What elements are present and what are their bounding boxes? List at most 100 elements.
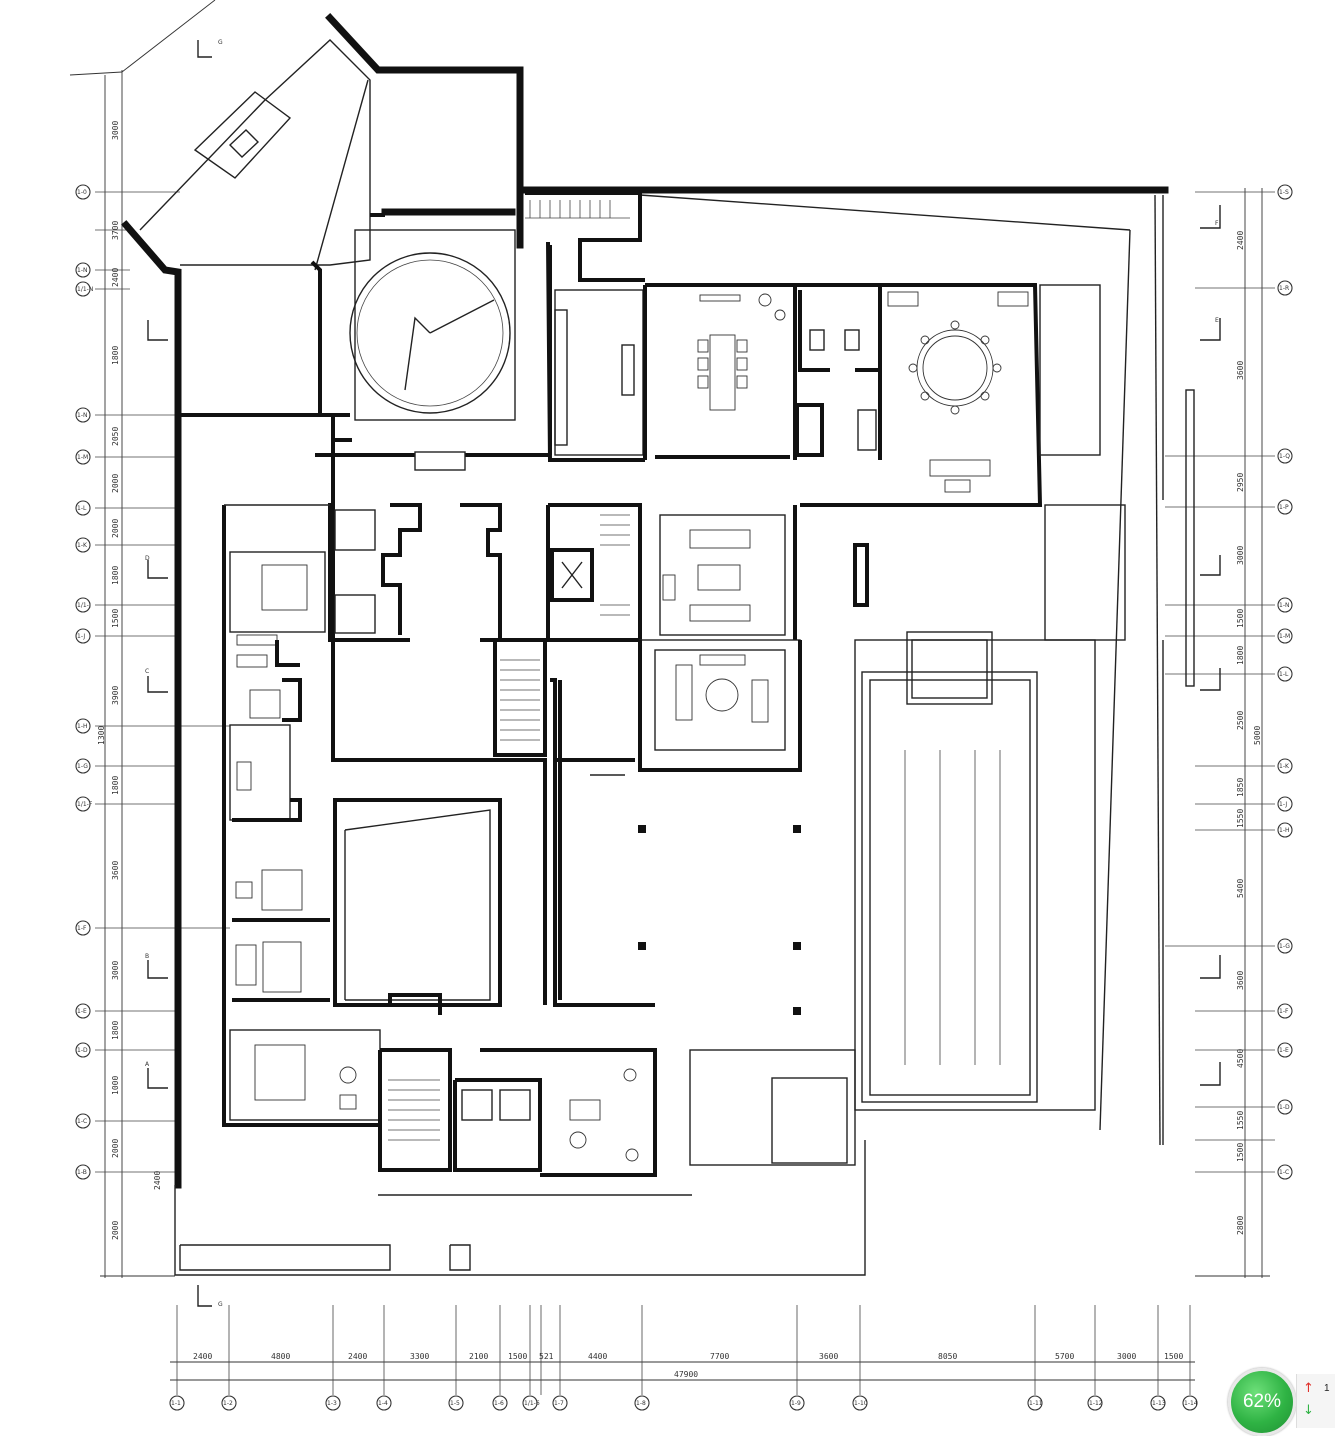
dimension-label: 2000 [111,474,120,493]
bottom-dimensions: 2400 4800 2400 3300 2100 1500 521 4400 7… [193,1352,1183,1379]
axis-label: 1-14 [1184,1400,1198,1407]
axis-label: 1-F [77,925,87,932]
dimension-label: 3700 [111,221,120,240]
upload-value: 1 [1324,1383,1330,1394]
axis-label: 1-G [1279,943,1290,950]
zoom-widget[interactable]: 62% ↑ 1 ↓ [1228,1366,1335,1436]
axis-label: 1-K [77,542,88,549]
axis-label: 1-11 [1029,1400,1043,1407]
axis-label: 1/1-F [77,801,93,808]
axis-label: 1-5 [450,1400,460,1407]
central-walls [315,245,655,1007]
axis-label: 1-L [77,505,87,512]
section-label: B [145,953,149,960]
dimension-label: 1550 [1236,809,1245,828]
right-axis-ticks [1165,191,1275,1173]
dimension-label: 2400 [1236,231,1245,250]
dimension-label: 2400 [348,1352,367,1361]
axis-label: 1-D [77,1047,88,1054]
axis-label: 1/1-J [77,602,91,609]
axis-label: 1-2 [223,1400,233,1407]
axis-label: 1-R [1279,285,1289,292]
dimension-label: 2500 [1236,711,1245,730]
dimension-label: 1800 [111,566,120,585]
dimension-label: 1850 [1236,778,1245,797]
dimension-label: 2100 [469,1352,488,1361]
section-label: G [218,1301,223,1308]
axis-label: 1-J [77,633,85,640]
axis-label: 1-4 [378,1400,388,1407]
dimension-label: 2950 [1236,473,1245,492]
zoom-level-text: 62% [1242,1391,1282,1412]
axis-label: 1-8 [636,1400,646,1407]
dimension-label: 1500 [1164,1352,1183,1361]
dimension-label: 521 [539,1352,554,1361]
axis-label: 1-S [1279,189,1289,196]
axis-label: 1-0 [77,189,87,196]
lounge [638,505,802,772]
dimension-label: 5700 [1055,1352,1074,1361]
axis-label: 1-H [77,723,88,730]
dimension-label: 4400 [588,1352,607,1361]
dimension-label: 2000 [111,1221,120,1240]
west-bedrooms [222,504,381,1127]
dimension-label: 3000 [111,121,120,140]
dimension-label: 3900 [111,686,120,705]
dimension-label: 1800 [111,776,120,795]
section-label: F [1215,220,1219,227]
axis-label: 1-C [1279,1169,1289,1176]
dimension-label: 3000 [1117,1352,1136,1361]
dimension-label: 1550 [1236,1111,1245,1130]
axis-label: 1-Q [1279,453,1290,460]
dimension-label: 3600 [1236,361,1245,380]
axis-label: 1-P [1279,504,1289,511]
axis-label: 1-J [1279,801,1287,808]
zoom-level-badge[interactable]: 62% [1228,1368,1296,1436]
axis-label: 1-E [77,1008,87,1015]
axis-label: 1-K [1279,763,1290,770]
dimension-label: 4500 [1236,1049,1245,1068]
section-label: C [145,668,149,675]
dimension-label: 3000 [111,961,120,980]
left-axis-bubbles: 1-0 1-N 1/1-N 1-N 1-M 1-L 1-K 1/1-J 1-J … [75,184,93,1180]
dimension-label: 8050 [938,1352,957,1361]
axis-label: 1-7 [554,1400,564,1407]
entrance-wing [121,13,524,1189]
axis-label: 1/1-N [77,286,93,293]
section-label: A [145,1061,150,1068]
arrow-down-icon: ↓ [1303,1403,1314,1418]
dining-room [643,283,797,460]
dimension-label: 3600 [1236,971,1245,990]
dimension-label: 2000 [111,1139,120,1158]
dimension-label: 1500 [1236,1143,1245,1162]
right-dimensions: 2400 3600 2950 3000 1500 1800 2500 5000 … [1236,231,1262,1235]
axis-label: 1-3 [327,1400,337,1407]
pantry [525,191,645,462]
open-hall [558,680,801,1015]
dimension-label: 1500 [111,609,120,628]
axis-label: 1/1-6 [524,1400,540,1407]
axis-label: 1-10 [854,1400,868,1407]
courtyard [333,798,502,1015]
section-marks [147,40,1221,1307]
dimension-label: 3000 [1236,546,1245,565]
dimension-label: 1500 [508,1352,527,1361]
dimension-label: 2800 [1236,1216,1245,1235]
dimension-label: 2400 [153,1171,162,1190]
dimension-lines [69,0,1270,1381]
axis-label: 1-12 [1089,1400,1103,1407]
south-suite [378,1048,657,1177]
dimension-label: 1500 [1236,609,1245,628]
axis-label: 1-D [1279,1104,1290,1111]
dimension-label: 3300 [410,1352,429,1361]
axis-label: 1-E [1279,1047,1289,1054]
dimension-label: 1800 [111,1021,120,1040]
total-dimension-label: 47900 [674,1370,698,1379]
dimension-label: 5000 [1253,726,1262,745]
dimension-label: 2000 [111,519,120,538]
bottom-axis-bubbles: 1-1 1-2 1-3 1-4 1-5 1-6 1/1-6 1-7 1-8 1-… [169,1395,1198,1411]
dimension-label: 2400 [111,268,120,287]
dimension-label: 7700 [710,1352,729,1361]
axis-label: 1-N [77,267,87,274]
